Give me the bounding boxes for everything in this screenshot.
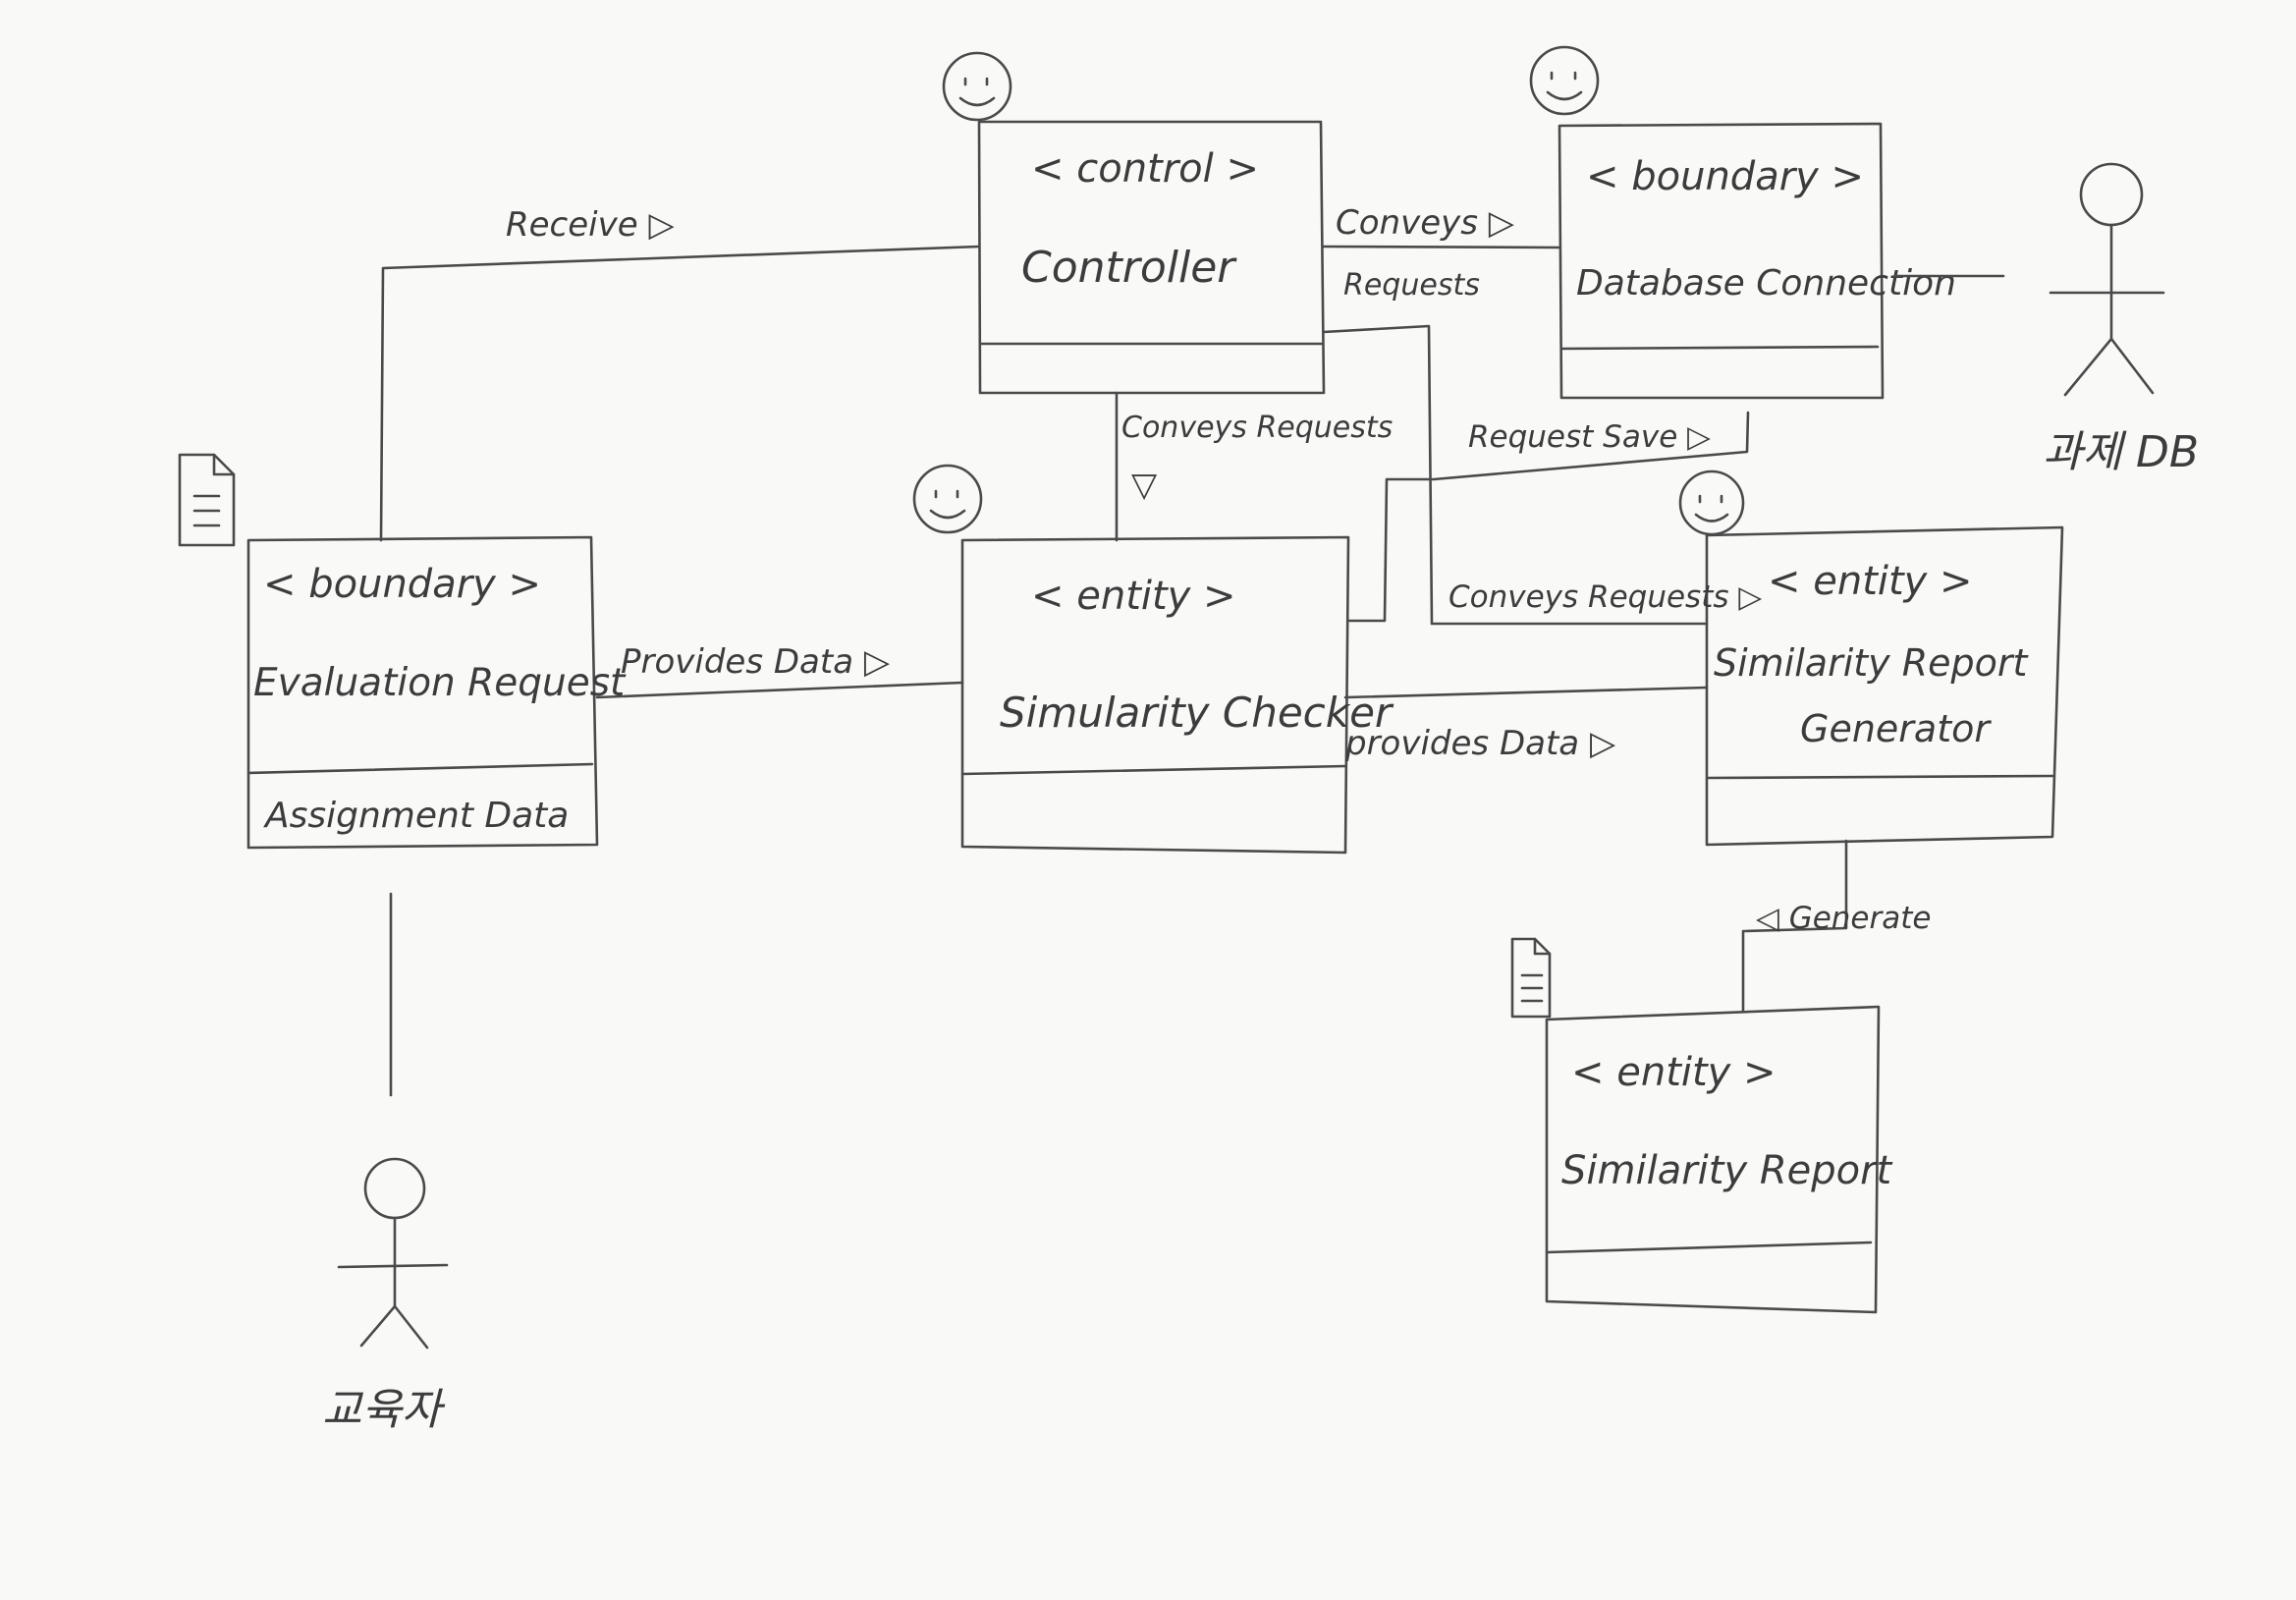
generate-connector	[1741, 839, 1848, 1014]
similarity-report-stereotype: < entity >	[1571, 1050, 1777, 1095]
database-connection-box	[1558, 122, 1885, 400]
similarity-report-name: Similarity Report	[1561, 1148, 1893, 1193]
actor-leg-left	[2063, 337, 2113, 397]
database-connection-class: < boundary > Database Connection	[1529, 45, 1956, 400]
checker-generator-connector	[1343, 686, 1709, 699]
evaluation-request-attribute: Assignment Data	[263, 796, 569, 836]
evaluation-request-box	[246, 535, 599, 850]
controller-db-label-2: Requests	[1343, 268, 1480, 303]
document-fold-icon	[192, 453, 236, 527]
boundary-stereotype-icon	[1529, 45, 1600, 116]
control-stereotype-icon	[942, 51, 1012, 122]
actor-head-icon	[2079, 162, 2144, 227]
actor-leg-right	[393, 1304, 429, 1350]
similarity-report-divider	[1545, 1241, 1873, 1254]
checker-generator-label: provides Data ▷	[1344, 724, 1616, 763]
similarity-checker-stereotype: < entity >	[1031, 574, 1236, 619]
entity-face-icon	[1694, 494, 1729, 523]
document-icon	[178, 453, 236, 547]
entity-stereotype-icon	[1678, 469, 1745, 536]
controller-generator-label: Conveys Requests ▷	[1449, 579, 1762, 615]
controller-checker-arrow: ▽	[1131, 466, 1158, 505]
boundary-face-icon	[1546, 71, 1583, 101]
actor-head-icon	[363, 1157, 426, 1220]
evaluation-request-divider	[246, 762, 594, 775]
similarity-checker-divider	[960, 764, 1347, 776]
document-icon	[1510, 937, 1552, 1019]
controller-db-label-1: Conveys ▷	[1336, 203, 1515, 243]
educator-label: 교육자	[322, 1385, 446, 1435]
control-face-icon	[958, 77, 996, 107]
document-fold-icon	[1520, 937, 1552, 1003]
actor-leg-right	[2109, 337, 2155, 395]
similarity-report-generator-name-line1: Similarity Report	[1714, 641, 2030, 685]
database-connection-divider	[1559, 345, 1880, 351]
generate-label: ◁ Generate	[1756, 901, 1931, 936]
entity-stereotype-icon	[912, 464, 983, 534]
request-save-connector	[1346, 411, 1750, 623]
database-connection-stereotype: < boundary >	[1586, 154, 1864, 199]
educator-actor: 교육자	[322, 1157, 449, 1435]
controller-stereotype: < control >	[1031, 146, 1259, 192]
similarity-checker-class: < entity > Simularity Checker	[912, 464, 1394, 855]
database-connection-name: Database Connection	[1576, 263, 1956, 303]
controller-db-connector	[1322, 245, 1561, 249]
assignment-db-actor: 과제 DB	[2043, 162, 2199, 477]
controller-generator-connector	[1322, 324, 1709, 626]
evaluation-request-class: < boundary > Evaluation Request Assignme…	[178, 453, 627, 850]
similarity-report-box	[1545, 1005, 1881, 1314]
controller-box	[977, 120, 1326, 395]
evaluation-checker-label: Provides Data ▷	[621, 642, 891, 682]
controller-class: < control > Controller	[942, 51, 1326, 395]
similarity-report-generator-name-line2: Generator	[1800, 707, 1992, 750]
actor-arms	[337, 1263, 449, 1269]
receive-label: Receive ▷	[506, 205, 675, 245]
evaluation-checker-connector	[595, 681, 964, 699]
similarity-report-generator-class: < entity > Similarity Report Generator	[1678, 469, 2064, 847]
similarity-report-generator-box	[1705, 525, 2064, 847]
controller-checker-label: Conveys Requests	[1121, 411, 1393, 445]
evaluation-request-name: Evaluation Request	[253, 661, 627, 705]
entity-face-icon	[929, 489, 966, 520]
receive-connector	[379, 245, 981, 542]
request-save-label: Request Save ▷	[1468, 419, 1711, 455]
evaluation-request-stereotype: < boundary >	[263, 562, 541, 607]
assignment-db-label: 과제 DB	[2043, 427, 2199, 477]
controller-name: Controller	[1021, 243, 1237, 293]
similarity-checker-name: Simularity Checker	[1000, 689, 1394, 737]
actor-leg-left	[359, 1304, 397, 1348]
similarity-report-class: < entity > Similarity Report	[1510, 937, 1893, 1314]
similarity-checker-box	[960, 535, 1350, 855]
similarity-report-generator-stereotype: < entity >	[1768, 559, 1973, 604]
similarity-report-generator-divider	[1707, 774, 2054, 780]
